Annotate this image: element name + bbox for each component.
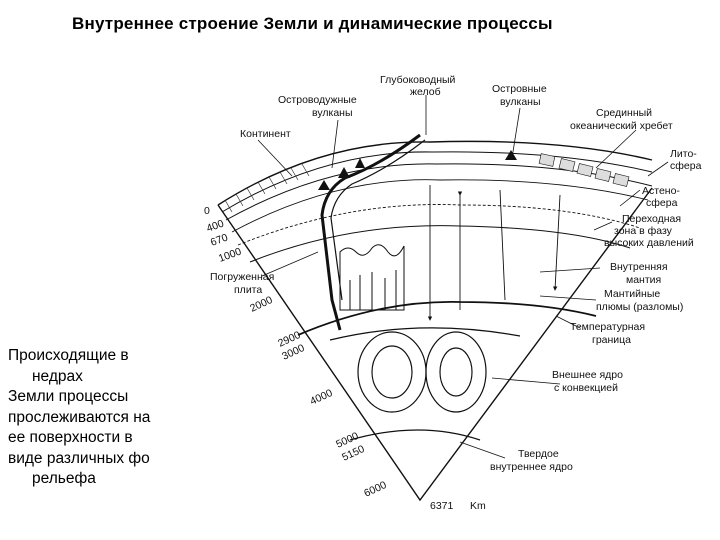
label-island-arc: вулканы	[312, 107, 353, 119]
outer-core-convection	[329, 327, 521, 413]
surface-lithosphere	[217, 140, 653, 233]
label-mid-ridge: Срединный	[596, 107, 652, 119]
mantle-plumes	[339, 244, 405, 311]
label-deep-trench: Глубоководный	[380, 74, 456, 86]
label-solid-inner-core: внутреннее ядро	[490, 461, 573, 473]
label-transition-zone: зона в фазу	[614, 225, 673, 237]
diagram-labels: Глубоководный желоб Островодужные вулкан…	[210, 74, 702, 473]
label-lithosphere: Лито-	[670, 148, 697, 160]
label-transition-zone: Переходная	[622, 213, 681, 225]
island-arc-volcanoes	[318, 150, 517, 190]
side-text-line: Происходящие в	[8, 347, 129, 364]
continent-block	[224, 163, 310, 213]
inner-core-boundary	[349, 429, 481, 441]
label-island-arc: Островодужные	[278, 94, 357, 106]
side-text-line: Земли процессы	[8, 388, 129, 405]
label-island-volcanoes: вулканы	[500, 96, 541, 108]
label-deep-trench: желоб	[410, 86, 441, 98]
depth-label: 2000	[248, 294, 274, 315]
depth-label: 6000	[362, 479, 388, 500]
depth-label: 670	[209, 231, 230, 248]
depth-label: 0	[204, 205, 210, 217]
side-text-line: виде различных фо	[8, 449, 150, 467]
label-transition-zone: высоких давлений	[604, 237, 694, 249]
label-subducted-plate: Погруженная	[210, 271, 274, 283]
label-inner-mantle: мантия	[626, 274, 661, 286]
label-outer-core: Внешнее ядро	[552, 369, 623, 381]
side-text-line: ее поверхности в	[8, 429, 133, 446]
wedge-outline	[217, 187, 653, 502]
depth-unit: Km	[470, 500, 486, 512]
label-mid-ridge: океанический хребет	[570, 120, 673, 132]
label-temperature-boundary: Температурная	[570, 321, 645, 333]
label-outer-core: с конвекцией	[554, 382, 618, 394]
label-solid-inner-core: Твердое	[518, 448, 559, 460]
side-text-line: прослеживаются на	[8, 408, 151, 426]
label-mantle-plumes: плюмы (разломы)	[596, 301, 683, 313]
depth-label: 6371	[430, 500, 454, 512]
label-subducted-plate: плита	[234, 284, 262, 296]
label-lithosphere: сфера	[670, 160, 702, 172]
label-mantle-plumes: Мантийные	[604, 288, 660, 300]
leader-lines	[257, 95, 669, 459]
label-island-volcanoes: Островные	[492, 83, 547, 95]
side-text-line: недрах	[32, 367, 83, 385]
depth-label: 400	[205, 217, 226, 234]
label-inner-mantle: Внутренняя	[610, 261, 668, 273]
side-text: Происходящие в недрах Земли процессы про…	[8, 346, 180, 490]
side-text-line: рельефа	[32, 470, 96, 487]
label-asthenosphere: Астено-	[642, 185, 680, 197]
oceanic-crust-blocks	[538, 153, 630, 187]
slide-title: Внутреннее строение Земли и динамические…	[72, 14, 553, 33]
mantle-boundaries	[237, 204, 641, 336]
label-asthenosphere: сфера	[646, 197, 678, 209]
subducting-slab	[320, 133, 426, 331]
label-continent: Континент	[240, 128, 291, 140]
depth-label: 1000	[217, 245, 243, 264]
depth-scale: 0 400 670 1000 2000 2900 3000 4000 5000 …	[204, 205, 486, 512]
label-temperature-boundary: граница	[592, 334, 631, 346]
depth-label: 4000	[308, 387, 334, 408]
